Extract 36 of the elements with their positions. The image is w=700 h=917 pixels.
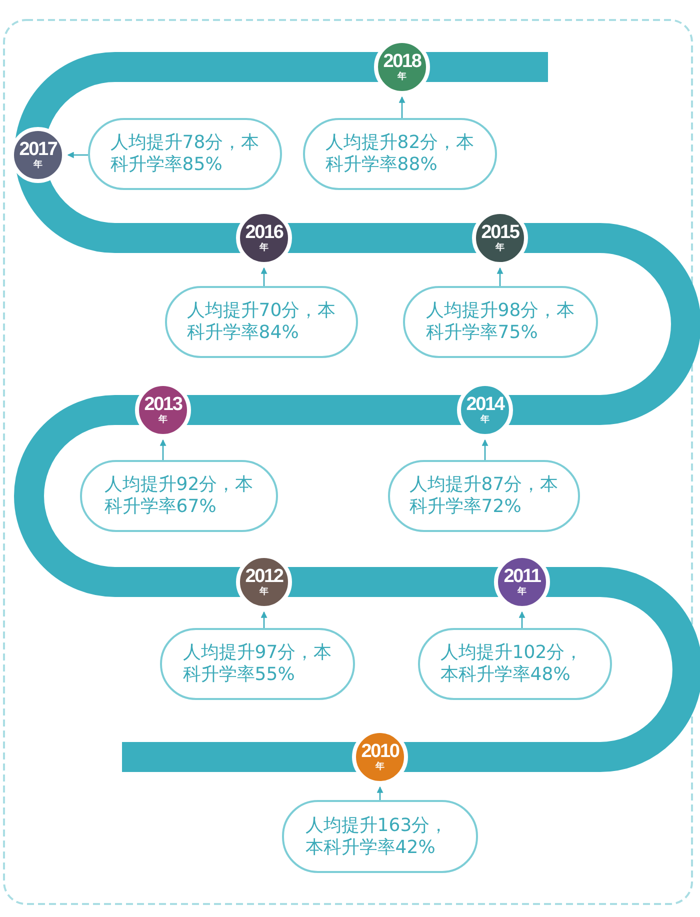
arrow (260, 267, 268, 286)
arrow (496, 267, 504, 286)
stat-text: 人均提升70分，本科升学率84% (186, 300, 336, 344)
arrow (518, 611, 526, 628)
year-label: 2010 (361, 742, 399, 762)
year-label: 2013 (144, 395, 182, 415)
year-label: 2017 (19, 140, 57, 160)
arrow (376, 786, 384, 800)
stat-text: 人均提升98分，本科升学率75% (426, 300, 576, 344)
year-unit: 年 (398, 72, 406, 82)
year-unit: 年 (518, 587, 526, 597)
stat-text: 人均提升102分，本科升学率48% (440, 642, 584, 686)
year-label: 2011 (504, 567, 540, 587)
stat-text: 人均提升78分，本科升学率85% (110, 132, 260, 176)
stat-text: 人均提升92分，本科升学率67% (104, 474, 254, 518)
arrow (160, 439, 166, 460)
year-unit: 年 (260, 587, 268, 597)
arrow (482, 439, 488, 460)
year-unit: 年 (496, 243, 504, 253)
year-label: 2016 (245, 223, 283, 243)
year-unit: 年 (34, 160, 42, 170)
stat-text: 人均提升97分，本科升学率55% (182, 642, 332, 686)
stat-text: 人均提升82分，本科升学率88% (325, 132, 475, 176)
year-unit: 年 (260, 243, 268, 253)
stat-text: 人均提升87分，本科升学率72% (409, 474, 559, 518)
year-label: 2018 (383, 52, 421, 72)
arrow (398, 96, 406, 118)
year-unit: 年 (376, 762, 384, 772)
year-label: 2014 (466, 395, 504, 415)
year-label: 2012 (245, 567, 283, 587)
year-unit: 年 (158, 415, 168, 425)
year-label: 2015 (481, 223, 519, 243)
year-unit: 年 (480, 415, 490, 425)
arrow (260, 611, 268, 628)
stat-text: 人均提升163分，本科升学率42% (305, 814, 449, 858)
arrow (67, 152, 88, 158)
